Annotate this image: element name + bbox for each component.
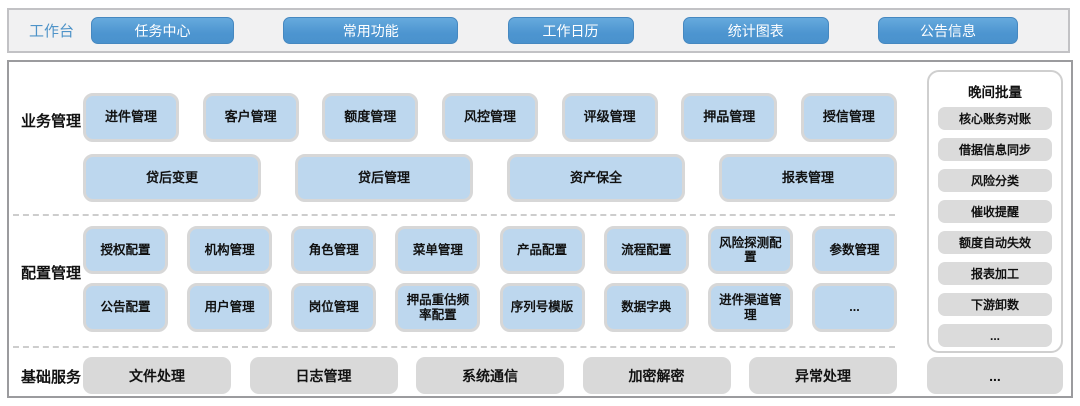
button-task-center[interactable]: 任务中心 [91, 17, 234, 44]
section-base-label: 基础服务 [21, 369, 82, 386]
module-rating-management[interactable]: 评级管理 [561, 93, 658, 142]
night-downstream-unload[interactable]: 下游卸数 [938, 293, 1052, 316]
night-core-account-reconciliation[interactable]: 核心账务对账 [938, 107, 1052, 130]
config-serial-number-template[interactable]: 序列号模版 [499, 283, 585, 332]
config-risk-detection[interactable]: 风险探测配置 [707, 226, 793, 274]
business-row-2: 贷后变更 贷后管理 资产保全 报表管理 [83, 154, 897, 202]
config-announcement[interactable]: 公告配置 [83, 283, 168, 332]
button-work-calendar[interactable]: 工作日历 [507, 17, 634, 44]
night-risk-classification[interactable]: 风险分类 [938, 169, 1052, 192]
night-more[interactable]: ... [938, 324, 1052, 347]
button-statistics-charts[interactable]: 统计图表 [682, 17, 829, 44]
section-config-label: 配置管理 [21, 265, 82, 282]
base-more[interactable]: ... [927, 357, 1063, 394]
config-parameter[interactable]: 参数管理 [811, 226, 897, 274]
config-row-1: 授权配置 机构管理 角色管理 菜单管理 产品配置 流程配置 风险探测配置 参数管… [83, 226, 897, 274]
section-business-label: 业务管理 [21, 113, 82, 130]
divider-business-config [13, 214, 895, 216]
module-quota-management[interactable]: 额度管理 [322, 93, 419, 142]
module-intake-management[interactable]: 进件管理 [83, 93, 179, 142]
button-announcements[interactable]: 公告信息 [878, 17, 1018, 44]
main-panel: 业务管理 配置管理 基础服务 进件管理 客户管理 额度管理 风控管理 评级管理 … [7, 60, 1073, 398]
module-collateral-management[interactable]: 押品管理 [681, 93, 778, 142]
night-batch-title: 晚间批量 [968, 85, 1022, 100]
config-organization[interactable]: 机构管理 [187, 226, 273, 274]
config-collateral-revaluation-frequency[interactable]: 押品重估频率配置 [395, 283, 481, 332]
config-row-2: 公告配置 用户管理 岗位管理 押品重估频率配置 序列号模版 数据字典 进件渠道管… [83, 283, 897, 332]
workbench-buttons: 任务中心 常用功能 工作日历 统计图表 公告信息 [91, 17, 1018, 44]
config-more[interactable]: ... [811, 283, 897, 332]
base-log-management[interactable]: 日志管理 [249, 357, 398, 394]
config-user[interactable]: 用户管理 [187, 283, 273, 332]
night-quota-auto-expiry[interactable]: 额度自动失效 [938, 231, 1052, 254]
base-encryption-decryption[interactable]: 加密解密 [582, 357, 731, 394]
config-process[interactable]: 流程配置 [603, 226, 689, 274]
base-services-row: 文件处理 日志管理 系统通信 加密解密 异常处理 [83, 357, 897, 394]
module-customer-management[interactable]: 客户管理 [202, 93, 299, 142]
base-file-processing[interactable]: 文件处理 [83, 357, 231, 394]
config-menu[interactable]: 菜单管理 [395, 226, 481, 274]
workbench-label: 工作台 [29, 23, 75, 40]
config-position[interactable]: 岗位管理 [291, 283, 377, 332]
button-common-functions[interactable]: 常用功能 [283, 17, 459, 44]
divider-config-base [13, 346, 895, 348]
module-credit-management[interactable]: 授信管理 [800, 93, 897, 142]
config-data-dictionary[interactable]: 数据字典 [603, 283, 689, 332]
night-batch-panel: 晚间批量 核心账务对账 借据信息同步 风险分类 催收提醒 额度自动失效 报表加工… [927, 70, 1063, 353]
business-row-1: 进件管理 客户管理 额度管理 风控管理 评级管理 押品管理 授信管理 [83, 93, 897, 142]
config-role[interactable]: 角色管理 [291, 226, 377, 274]
workbench-bar: 工作台 任务中心 常用功能 工作日历 统计图表 公告信息 [7, 8, 1070, 53]
base-system-communication[interactable]: 系统通信 [416, 357, 564, 394]
config-authorization[interactable]: 授权配置 [83, 226, 168, 274]
config-intake-channel[interactable]: 进件渠道管理 [707, 283, 793, 332]
night-report-processing[interactable]: 报表加工 [938, 262, 1052, 285]
module-report-management[interactable]: 报表管理 [719, 154, 897, 202]
config-product[interactable]: 产品配置 [499, 226, 585, 274]
module-asset-preservation[interactable]: 资产保全 [507, 154, 685, 202]
base-exception-handling[interactable]: 异常处理 [749, 357, 897, 394]
module-post-loan-change[interactable]: 贷后变更 [83, 154, 261, 202]
module-risk-control-management[interactable]: 风控管理 [441, 93, 538, 142]
night-loan-info-sync[interactable]: 借据信息同步 [938, 138, 1052, 161]
module-post-loan-management[interactable]: 贷后管理 [295, 154, 473, 202]
night-collection-reminder[interactable]: 催收提醒 [938, 200, 1052, 223]
